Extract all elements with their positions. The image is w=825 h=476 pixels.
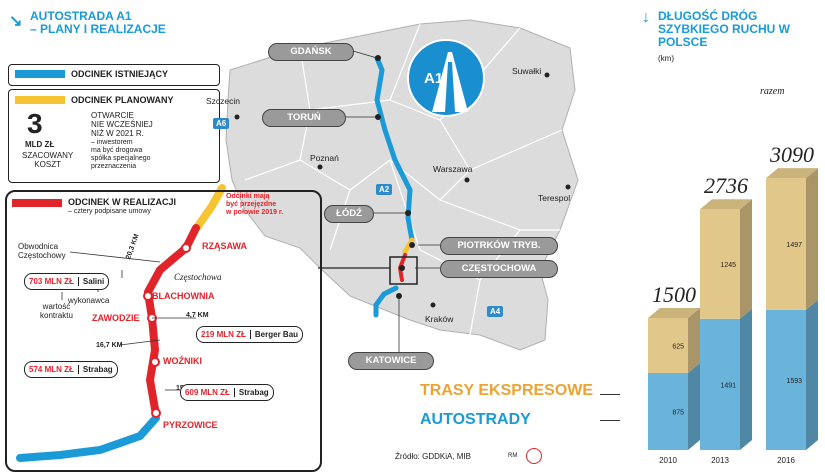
legend-leader-2 — [600, 420, 620, 421]
rm-mark: RM — [508, 453, 518, 459]
bar-front-2013-0 — [700, 318, 740, 450]
bar-value-2010-0: 875 — [672, 410, 684, 417]
arrow-down-right-icon: ↘ — [9, 13, 23, 30]
contractor-label: wykonawca — [68, 296, 110, 305]
chart-unit: (km) — [658, 54, 674, 63]
bar-side-2013-0 — [740, 308, 752, 450]
bar-top-2010 — [648, 308, 700, 318]
city-suwalki: Suwałki — [512, 66, 542, 76]
bar-front-2016-0 — [766, 309, 806, 450]
dist-2: 4,7 KM — [186, 312, 209, 319]
pill-katowice: KATOWICE — [348, 352, 434, 370]
legend-realization-sub: – cztery podpisane umowy — [68, 208, 151, 215]
bar-side-2013-1 — [740, 199, 752, 319]
inset-existing-road — [16, 414, 160, 462]
bar-top-2016 — [766, 168, 818, 179]
bar-value-2016-1: 1497 — [786, 242, 802, 249]
node-zawodzie: ZAWODZIE — [92, 313, 140, 323]
pill-gdansk: GDAŃSK — [268, 43, 354, 61]
investor-text: – inwestorem ma być drogowa spółka specj… — [91, 139, 151, 170]
bar-total-2013: 2736 — [704, 173, 748, 198]
city-terespol: Terespol — [538, 193, 571, 203]
node-blachownia: BLACHOWNIA — [152, 291, 215, 301]
pill-lodz: ŁÓDŹ — [324, 205, 374, 223]
bar-category-2010: 2010 — [659, 456, 677, 465]
source: Źródło: GDDKiA, MIB — [395, 452, 472, 461]
inset-city-czestochowa: Częstochowa — [174, 272, 222, 282]
bar-total-2010: 1500 — [652, 282, 696, 307]
legend-realization-swatch — [12, 199, 62, 207]
a1-existing-south — [373, 285, 399, 318]
bar-front-2016-1 — [766, 178, 806, 310]
chart-title: DŁUGOŚĆ DRÓG SZYBKIEGO RUCHU W POLSCE — [658, 9, 790, 49]
city-warszawa: Warszawa — [433, 164, 473, 174]
bar-front-2010-0 — [648, 373, 688, 450]
cost-desc: SZACOWANY KOSZT — [22, 151, 74, 169]
cost-number: 3 — [27, 108, 43, 139]
value-label: wartość kontraktu — [40, 302, 73, 320]
pill-leaders — [345, 50, 440, 352]
legend-realization-label: ODCINEK W REALIZACJI — [68, 197, 176, 207]
label-autostrady: AUTOSTRADY — [420, 411, 531, 428]
legend-planned-label: ODCINEK PLANOWANY — [71, 95, 174, 105]
bar-front-2010-1 — [648, 318, 688, 373]
cost-unit: MLD ZŁ — [25, 140, 55, 149]
legend-planned: ODCINEK PLANOWANY 3 MLD ZŁ SZACOWANY KOS… — [8, 89, 220, 183]
legend-planned-swatch — [15, 96, 65, 104]
pill-torun: TORUŃ — [262, 109, 346, 127]
a1-badge-label: A1 — [424, 70, 444, 87]
bar-side-2010-0 — [688, 363, 700, 450]
chart-total-label: razem — [760, 86, 785, 97]
road-a4: A4 — [487, 306, 504, 317]
bar-side-2016-1 — [806, 168, 818, 310]
inset-planned-road — [194, 184, 226, 230]
node-rzasawa: RZĄSAWA — [202, 241, 247, 251]
city-krakow: Kraków — [425, 314, 454, 324]
node-pyrzowice: PYRZOWICE — [163, 420, 218, 430]
inset-note: Odcinki mają być przejęzdne w połowie 20… — [226, 193, 284, 216]
dist-3: 16,7 KM — [96, 342, 123, 349]
bar-category-2016: 2016 — [777, 456, 795, 465]
bar-value-2013-0: 1491 — [720, 382, 736, 389]
bar-front-2013-1 — [700, 209, 740, 319]
bar-chart: 875 625 1500 2010 1491 1245 2736 2013 1593 1497 30… — [648, 142, 818, 465]
bypass-label: Obwodnica Częstochowy — [18, 242, 66, 260]
bar-value-2010-1: 625 — [672, 344, 684, 351]
legend-existing: ODCINEK ISTNIEJĄCY — [8, 64, 220, 86]
arrow-down-icon: ↓ — [642, 9, 650, 26]
city-szczecin: Szczecin — [206, 96, 241, 106]
pill-czestochowa: CZĘSTOCHOWA — [440, 260, 558, 278]
road-a6: A6 — [213, 118, 230, 129]
cp-logo-icon — [526, 448, 542, 464]
legend-leader-1 — [600, 394, 620, 395]
bar-top-2013 — [700, 199, 752, 210]
bar-side-2010-1 — [688, 308, 700, 373]
left-title: AUTOSTRADA A1 – PLANY I REALIZACJE — [30, 9, 166, 36]
opening-text: OTWARCIE NIE WCZEŚNIEJ NIŻ W 2021 R. — [91, 111, 153, 138]
node-wozniki: WOŹNIKI — [163, 356, 202, 366]
map-highlight-box — [389, 256, 418, 285]
a1-planned — [402, 237, 415, 255]
bar-value-2016-0: 1593 — [786, 378, 802, 385]
legend-existing-swatch — [15, 70, 65, 78]
bar-category-2013: 2013 — [711, 456, 729, 465]
road-a2: A2 — [376, 184, 393, 195]
bar-total-2016: 3090 — [769, 142, 814, 167]
inset-realization-road — [143, 224, 200, 419]
bar-value-2013-1: 1245 — [720, 262, 736, 269]
pill-piotrkow: PIOTRKÓW TRYB. — [440, 237, 558, 255]
city-dots — [234, 55, 571, 308]
legend-existing-label: ODCINEK ISTNIEJĄCY — [71, 69, 169, 79]
label-trasy: TRASY EKSPRESOWE — [420, 382, 594, 399]
bar-side-2016-0 — [806, 299, 818, 450]
city-poznan: Poznań — [310, 153, 339, 163]
